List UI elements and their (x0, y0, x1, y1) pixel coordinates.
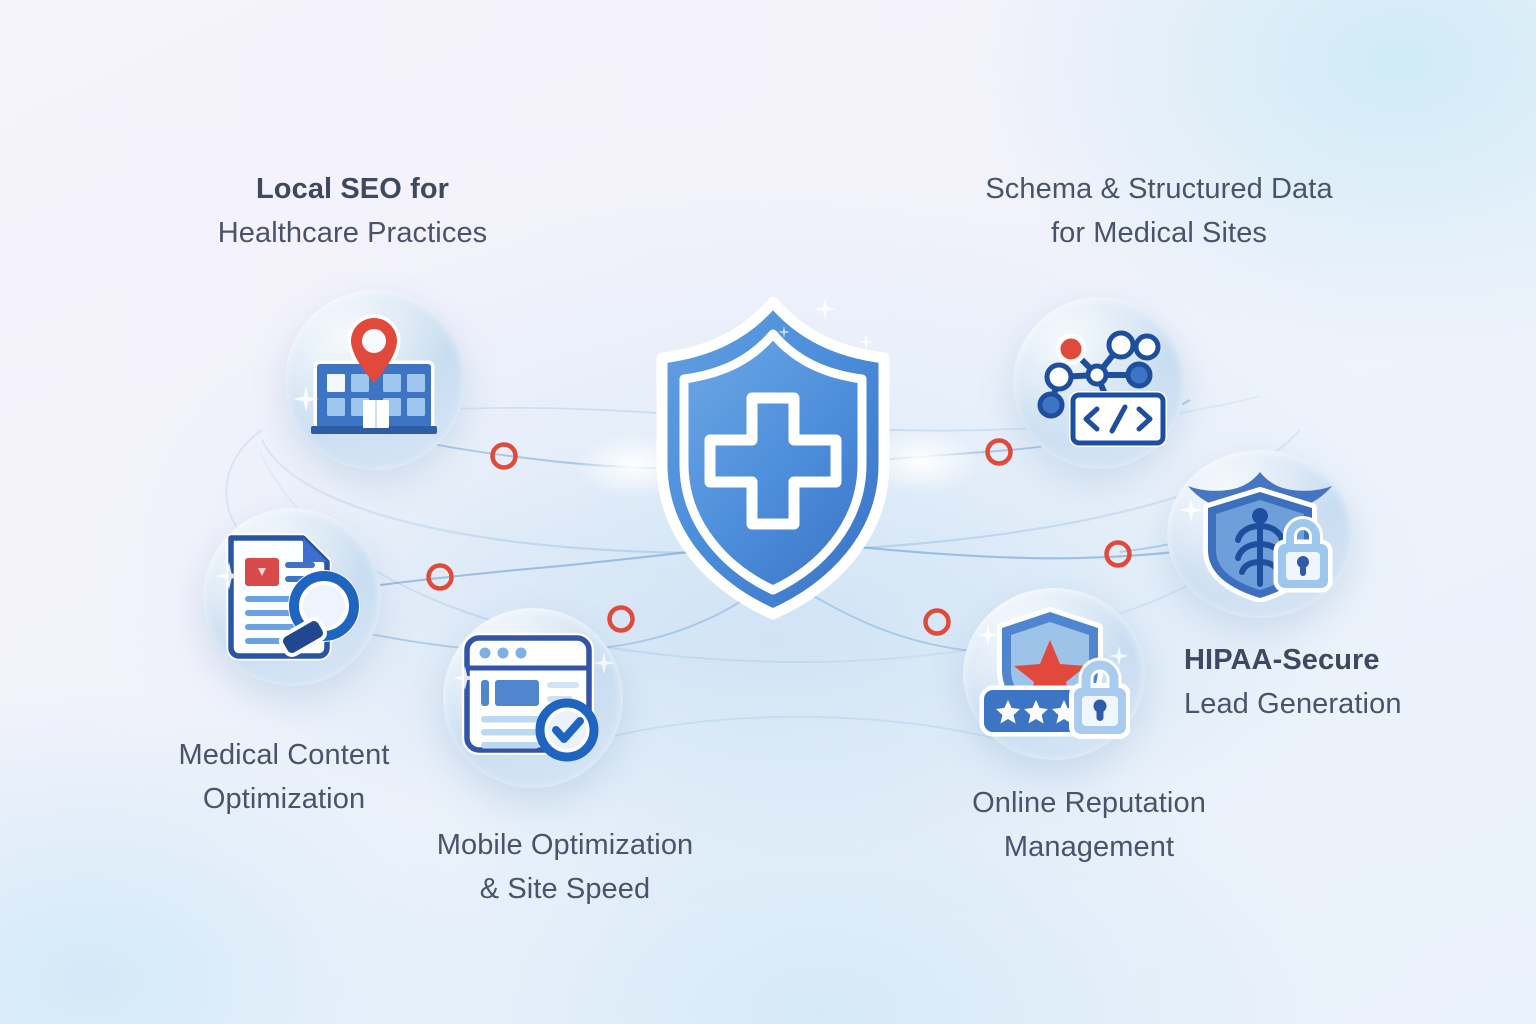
sparkle-icon (1109, 646, 1129, 666)
label-line-1: Online Reputation (972, 787, 1206, 819)
sparkle-icon (593, 652, 615, 674)
service-label-reputation: Online Reputation Management (900, 782, 1278, 869)
sparkle-icon (215, 562, 243, 590)
service-label-local-seo: Local SEO for Healthcare Practices (180, 168, 525, 255)
label-line-2: & Site Speed (479, 872, 651, 905)
sparkle-icon (1179, 498, 1203, 522)
sparkle-icon (293, 386, 319, 412)
service-label-content: Medical Content Optimization (110, 734, 458, 821)
service-label-hipaa-leads: HIPAA-Secure Lead Generation (1184, 639, 1484, 726)
label-line-1: HIPAA-Secure (1184, 644, 1380, 676)
label-line-2: Management (1003, 830, 1175, 863)
service-node-local-seo[interactable] (285, 290, 465, 470)
service-node-mobile-speed[interactable] (443, 608, 623, 788)
service-label-schema-data: Schema & Structured Data for Medical Sit… (928, 168, 1390, 255)
label-line-2: for Medical Sites (1050, 216, 1268, 249)
service-node-content[interactable] (203, 508, 381, 686)
browser-window-check-icon (462, 633, 599, 762)
service-node-hipaa-leads[interactable] (1167, 450, 1353, 618)
service-node-schema-data[interactable] (1013, 297, 1185, 469)
sparkle-icon (778, 326, 790, 338)
star-shield-lock-icon (979, 607, 1130, 739)
label-line-2: Healthcare Practices (217, 216, 488, 249)
sparkle-icon (814, 298, 836, 320)
caduceus-shield-lock-icon (1188, 472, 1333, 602)
node-graph-code-tag-icon (1037, 330, 1167, 447)
central-shield (618, 288, 928, 628)
label-line-1: Schema & Structured Data (985, 173, 1333, 205)
sparkle-icon (858, 334, 874, 350)
service-node-reputation[interactable] (963, 588, 1145, 760)
label-line-2: Optimization (202, 782, 366, 815)
label-line-1: Local SEO for (255, 173, 450, 205)
clinic-building-map-pin-icon (311, 314, 437, 434)
document-magnifier-icon (226, 533, 360, 661)
service-label-mobile-speed: Mobile Optimization & Site Speed (375, 824, 755, 911)
sparkle-icon (453, 666, 477, 690)
label-line-1: Mobile Optimization (436, 829, 694, 861)
sparkle-icon (977, 624, 999, 646)
label-line-2: Lead Generation (1184, 687, 1402, 720)
shield-medical-cross-icon (656, 296, 890, 620)
label-line-1: Medical Content (178, 739, 390, 771)
